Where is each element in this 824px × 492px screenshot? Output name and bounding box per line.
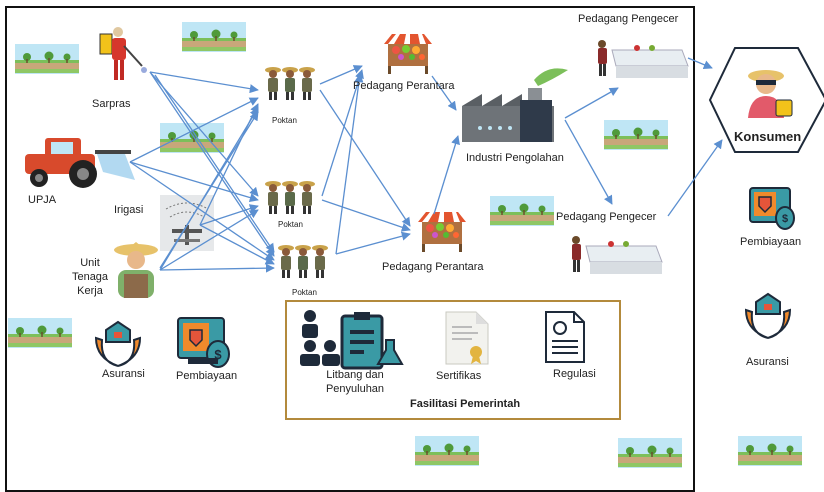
insurance-hands-icon bbox=[744, 292, 792, 339]
pedagang-perantara-bottom-label: Pedagang Perantara bbox=[382, 261, 484, 273]
research-extension-icon bbox=[300, 310, 404, 370]
regulasi-label: Regulasi bbox=[553, 368, 596, 380]
pembiayaan-left-label: Pembiayaan bbox=[176, 370, 238, 382]
upja-label: UPJA bbox=[28, 194, 57, 206]
landscape-icon bbox=[15, 44, 79, 74]
consumer-icon bbox=[708, 47, 824, 153]
poktan-label: Poktan bbox=[278, 220, 303, 229]
retailer-icon bbox=[571, 235, 663, 275]
farmer-worker-icon bbox=[114, 242, 158, 298]
landscape-icon bbox=[490, 196, 554, 226]
landscape-icon bbox=[160, 123, 224, 153]
svg-text:$: $ bbox=[782, 213, 788, 225]
industri-label: Industri Pengolahan bbox=[466, 152, 564, 164]
landscape-icon bbox=[8, 318, 72, 348]
market-stall-icon bbox=[418, 212, 466, 252]
regulation-document-icon bbox=[545, 311, 585, 363]
pedagang-pengecer-bottom-label: Pedagang Pengecer bbox=[556, 211, 657, 223]
svg-text:$: $ bbox=[214, 347, 222, 362]
financing-icon: $ bbox=[177, 317, 230, 368]
fasilitasi-pemerintah-box bbox=[285, 300, 621, 420]
irigasi-label: Irigasi bbox=[114, 204, 144, 216]
konsumen-label: Konsumen bbox=[734, 129, 802, 144]
farmer-group-icon bbox=[265, 181, 315, 214]
tractor-icon bbox=[25, 138, 135, 188]
asuransi-left-label: Asuransi bbox=[102, 368, 145, 380]
pembiayaan-right-label: Pembiayaan bbox=[740, 236, 802, 248]
certificate-icon bbox=[445, 311, 489, 365]
insurance-hands-icon bbox=[94, 320, 142, 367]
flow-arrows bbox=[129, 57, 723, 273]
tenaga-kerja-label: Unit Tenaga Kerja bbox=[71, 257, 109, 297]
pedagang-pengecer-top-label: Pedagang Pengecer bbox=[578, 13, 679, 25]
landscape-icon bbox=[182, 22, 246, 52]
sprayer-icon bbox=[99, 27, 147, 80]
poktan-label: Poktan bbox=[272, 116, 297, 125]
sertifikasi-label: Sertifikas bbox=[436, 370, 482, 382]
retailer-icon bbox=[597, 39, 689, 79]
poktan-label: Poktan bbox=[292, 288, 317, 297]
market-stall-icon bbox=[384, 34, 432, 74]
sarpras-label: Sarpras bbox=[92, 98, 131, 110]
pedagang-perantara-top-label: Pedagang Perantara bbox=[353, 80, 455, 92]
financing-icon: $ bbox=[749, 187, 795, 230]
litbang-label: Litbang dan Penyuluhan bbox=[325, 369, 385, 395]
landscape-icon bbox=[415, 436, 479, 466]
factory-icon bbox=[462, 68, 568, 142]
farmer-group-icon bbox=[278, 245, 328, 278]
fasilitasi-title: Fasilitasi Pemerintah bbox=[410, 398, 521, 410]
landscape-icon bbox=[604, 120, 668, 150]
landscape-icon bbox=[618, 438, 682, 468]
farmer-group-icon bbox=[265, 67, 315, 100]
landscape-icon bbox=[738, 436, 802, 466]
asuransi-right-label: Asuransi bbox=[746, 356, 789, 368]
